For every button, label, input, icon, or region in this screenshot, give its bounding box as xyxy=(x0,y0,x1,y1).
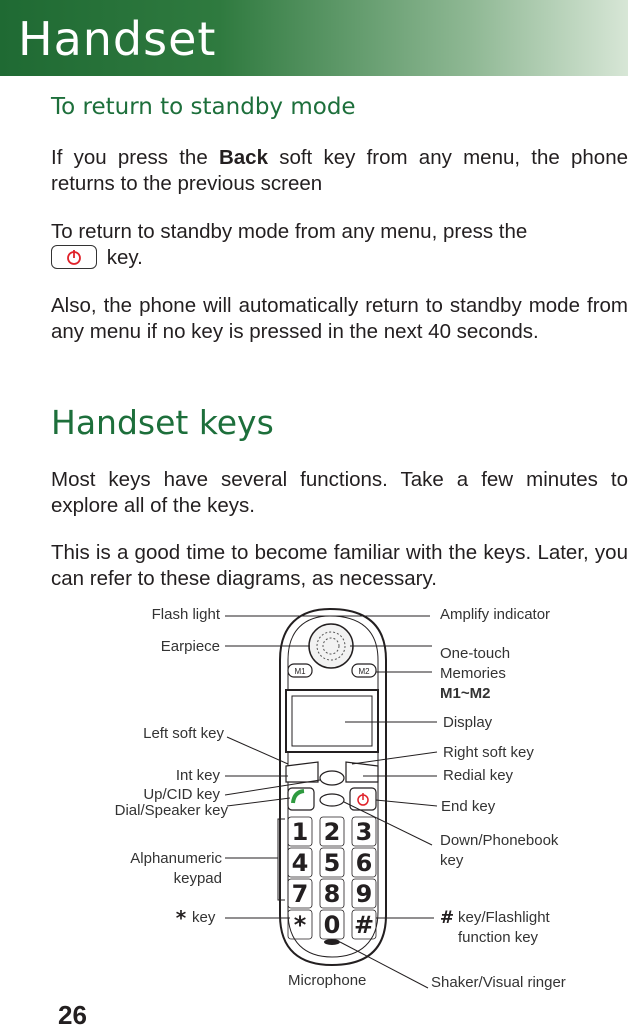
label-star-key: key xyxy=(192,909,216,926)
label-down-phonebook: Down/Phonebook xyxy=(440,832,559,849)
dial-handset-icon xyxy=(291,789,305,804)
callout-lines xyxy=(224,615,438,989)
label-dial-speaker-key: Dial/Speaker key xyxy=(114,802,228,819)
text-span: soft key from any menu, the phone return… xyxy=(51,146,628,195)
explore-paragraph: Most keys have several functions. Take a… xyxy=(51,468,628,517)
key-9: 9 xyxy=(356,880,373,908)
page-number: 26 xyxy=(58,1000,87,1030)
key-2: 2 xyxy=(324,818,341,846)
text-span: To return to standby mode from any menu,… xyxy=(51,220,528,243)
handset-keys-heading: Handset keys xyxy=(51,403,274,442)
label-alphanumeric: Alphanumeric xyxy=(130,850,222,867)
label-left-soft-key: Left soft key xyxy=(143,725,224,742)
label-keypad: keypad xyxy=(173,870,222,887)
page-title: Handset xyxy=(18,12,217,66)
label-phonebook-key: key xyxy=(440,852,464,869)
up-nav-key xyxy=(319,770,345,786)
key-7: 7 xyxy=(292,880,309,908)
label-earpiece: Earpiece xyxy=(160,638,220,655)
familiar-paragraph: This is a good time to become familiar w… xyxy=(51,541,628,590)
label-memories: Memories xyxy=(440,665,506,682)
key-5: 5 xyxy=(324,849,341,877)
back-key-paragraph: If you press the Back soft key from any … xyxy=(51,145,628,197)
label-one-touch: One-touch xyxy=(440,645,511,662)
text-span: If you press the xyxy=(51,146,219,169)
key-1: 1 xyxy=(292,818,309,846)
label-int-key: Int key xyxy=(175,767,220,784)
label-m1-m2: M1~M2 xyxy=(440,685,491,702)
microphone-icon xyxy=(324,939,340,945)
label-right-soft-key: Right soft key xyxy=(443,744,534,761)
end-key-icon xyxy=(51,244,97,269)
timeout-paragraph: Also, the phone will automatically retur… xyxy=(51,294,628,343)
back-keyword: Back xyxy=(218,146,268,169)
earpiece-icon xyxy=(308,623,354,669)
key-6: 6 xyxy=(356,849,373,877)
keypad-bracket xyxy=(277,818,285,901)
label-microphone: Microphone xyxy=(288,972,367,989)
key-3: 3 xyxy=(356,818,373,846)
label-end-key: End key xyxy=(441,798,496,815)
asterisk-icon: * xyxy=(176,906,187,930)
m1-button xyxy=(287,663,313,678)
end-key-paragraph: To return to standby mode from any menu,… xyxy=(51,219,628,271)
key-4: 4 xyxy=(292,849,309,877)
text-span: key. xyxy=(101,246,143,269)
right-soft-key xyxy=(345,761,379,783)
m2-button xyxy=(351,663,377,678)
key-0: 0 xyxy=(324,911,341,939)
display-screen xyxy=(285,689,379,753)
label-shaker: Shaker/Visual ringer xyxy=(431,974,566,991)
label-redial-key: Redial key xyxy=(443,767,514,784)
label-flashlight-function: function key xyxy=(458,929,539,946)
label-flash-light: Flash light xyxy=(151,606,220,623)
label-hash-key: key/Flashlight xyxy=(458,909,550,926)
label-amplify-indicator: Amplify indicator xyxy=(440,606,551,623)
key-star: * xyxy=(294,911,307,939)
key-8: 8 xyxy=(324,880,341,908)
m1-label: M1 xyxy=(294,667,306,676)
label-up-cid-key: Up/CID key xyxy=(143,786,220,803)
key-hash: # xyxy=(354,911,374,939)
m2-label: M2 xyxy=(358,667,370,676)
standby-heading: To return to standby mode xyxy=(51,94,356,120)
header-banner: Handset xyxy=(0,0,628,76)
label-display: Display xyxy=(443,714,493,731)
keypad: 1 2 3 4 5 6 7 8 9 * 0 # xyxy=(292,818,374,939)
left-soft-key xyxy=(285,761,319,783)
down-nav-key xyxy=(319,793,345,807)
hash-icon: # xyxy=(440,908,454,928)
